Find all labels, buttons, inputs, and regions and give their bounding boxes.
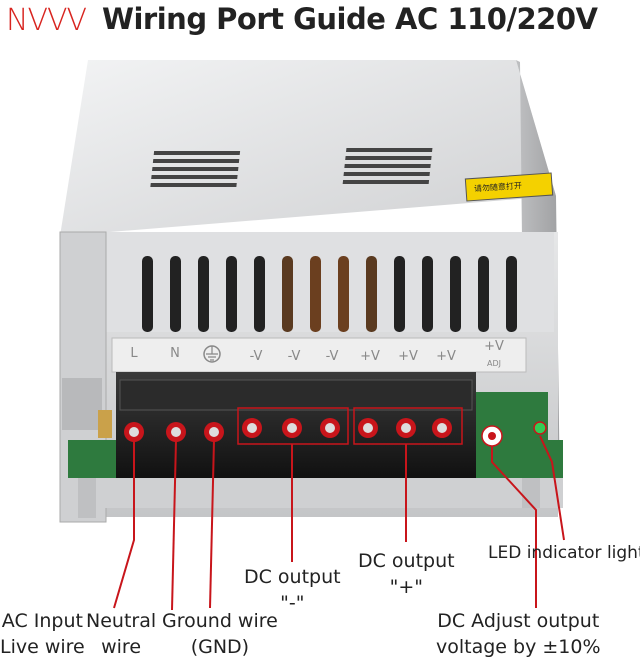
terminal-label-plus-2: +V bbox=[398, 349, 418, 364]
terminal-label-minus-1: -V bbox=[250, 349, 263, 364]
terminal-label-l: L bbox=[130, 346, 138, 361]
label-strip bbox=[111, 337, 527, 373]
page-title: Wiring Port Guide AC 110/220V bbox=[102, 2, 598, 36]
callout-lines bbox=[113, 435, 565, 611]
callout-neutral: Neutral wire bbox=[86, 608, 156, 660]
callout-adjust: DC Adjust output voltage by ±10% bbox=[436, 608, 601, 660]
adjust-label: +V bbox=[484, 339, 504, 354]
callout-ac-input-line1: AC Input bbox=[1, 610, 83, 632]
adjust-sub-label: ADJ bbox=[487, 359, 501, 368]
brand-logo: NVVV bbox=[6, 3, 87, 38]
terminal-label-plus-3: +V bbox=[436, 349, 456, 364]
top-vents bbox=[150, 148, 433, 187]
terminal-screws bbox=[124, 418, 452, 442]
terminal-label-n: N bbox=[170, 346, 180, 361]
callout-dc-minus: DC output "-" bbox=[244, 564, 341, 616]
callout-dc-minus-line2: "-" bbox=[280, 592, 305, 614]
terminal-label-plus-1: +V bbox=[360, 349, 380, 364]
callout-ground-line2: (GND) bbox=[190, 636, 250, 658]
callout-neutral-line1: Neutral bbox=[86, 610, 157, 632]
terminal-label-minus-3: -V bbox=[326, 349, 339, 364]
callout-dc-plus: DC output "+" bbox=[358, 548, 455, 600]
callout-dc-plus-line1: DC output bbox=[358, 550, 455, 572]
callout-adjust-line1: DC Adjust output bbox=[437, 610, 600, 632]
led-indicator bbox=[533, 421, 547, 435]
dc-plus-group-box bbox=[353, 407, 463, 445]
callout-adjust-line2: voltage by ±10% bbox=[436, 636, 601, 658]
callout-ground-line1: Ground wire bbox=[162, 610, 278, 632]
callout-ac-input-line2: Live wire bbox=[0, 636, 85, 658]
callout-ground: Ground wire (GND) bbox=[162, 608, 278, 660]
callout-dc-minus-line1: DC output bbox=[244, 566, 341, 588]
power-supply-illustration: 请勿随意打开 L N -V -V -V +V +V bbox=[59, 60, 565, 611]
terminal-label-minus-2: -V bbox=[288, 349, 301, 364]
header: NVVV Wiring Port Guide AC 110/220V bbox=[0, 0, 640, 46]
warning-sticker bbox=[464, 172, 554, 202]
callout-led: LED indicator lights bbox=[488, 543, 640, 563]
chassis-top bbox=[60, 60, 556, 236]
callout-neutral-line2: wire bbox=[101, 636, 142, 658]
callout-dc-plus-line2: "+" bbox=[389, 576, 423, 598]
power-supply-image: 请勿随意打开 L N -V -V -V +V +V bbox=[0, 46, 640, 662]
callout-ac-input: AC Input Live wire bbox=[0, 608, 85, 660]
front-vents bbox=[142, 256, 517, 332]
sticker-text: 请勿随意打开 bbox=[474, 180, 523, 193]
